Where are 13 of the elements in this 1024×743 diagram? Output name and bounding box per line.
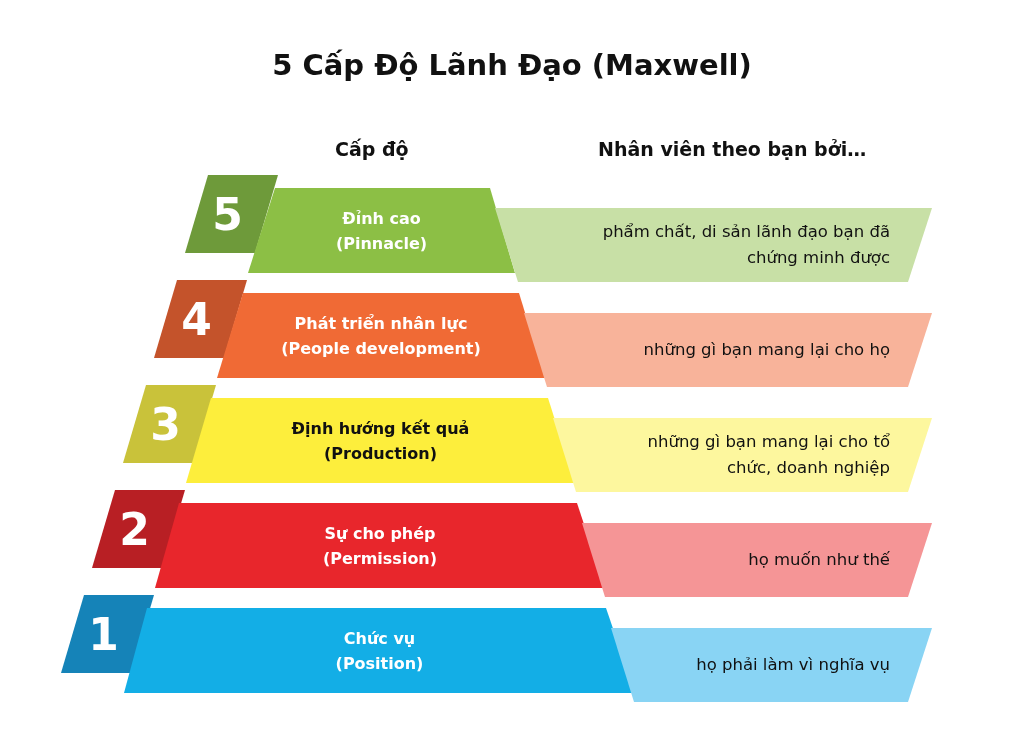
reason-band: họ phải làm vì nghĩa vụ <box>611 628 932 702</box>
reason-band: họ muốn như thế <box>582 523 932 597</box>
level-band: Định hướng kết quả (Production) <box>186 398 575 483</box>
level-band: Phát triển nhân lực (People development) <box>217 293 545 378</box>
level-number: 4 <box>154 280 247 358</box>
level-band: Sự cho phép (Permission) <box>155 503 605 588</box>
level-band: Đỉnh cao (Pinnacle) <box>248 188 515 273</box>
column-heading: Cấp độ <box>335 138 409 160</box>
column-heading: Nhân viên theo bạn bởi… <box>598 138 867 160</box>
reason-band: phẩm chất, di sản lãnh đạo bạn đã chứng minh được <box>495 208 932 282</box>
title: 5 Cấp Độ Lãnh Đạo (Maxwell) <box>272 48 752 82</box>
reason-band: những gì bạn mang lại cho tổ chức, doanh nghiệp <box>553 418 932 492</box>
reason-band: những gì bạn mang lại cho họ <box>524 313 932 387</box>
